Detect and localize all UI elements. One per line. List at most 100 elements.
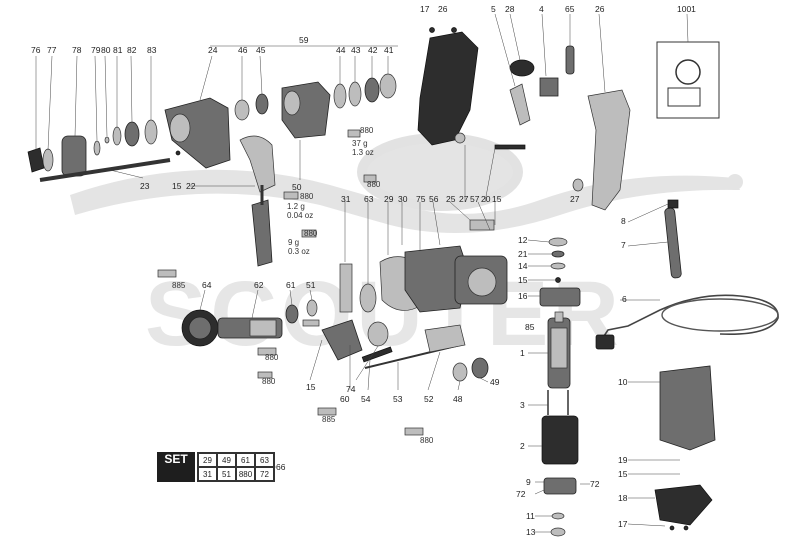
label-82: 82 [127, 45, 137, 55]
part-11 [551, 512, 565, 520]
label-49: 49 [490, 377, 500, 387]
label-61: 61 [286, 280, 296, 290]
label-78: 78 [72, 45, 82, 55]
part-880-pack [347, 129, 361, 138]
set-cell: 31 [198, 467, 217, 481]
gear-housing [164, 93, 276, 193]
part-7-sleeve [664, 207, 682, 279]
set-table: SET 29 49 61 63 31 51 880 72 [157, 452, 275, 482]
set-cell: 29 [198, 453, 217, 467]
label-880-d: 880 [262, 377, 276, 386]
part-5 [509, 83, 531, 126]
label-56: 56 [429, 194, 439, 204]
part-57-pin [494, 144, 526, 150]
label-27-right: 27 [570, 194, 580, 204]
part-54-spring [361, 346, 393, 363]
label-26-right: 26 [595, 4, 605, 14]
part-46 [234, 99, 250, 121]
label-15-a: 15 [172, 181, 182, 191]
part-labels: 76 77 78 79 80 81 82 83 24 46 45 59 44 4… [31, 4, 696, 537]
part-80 [104, 136, 110, 144]
label-57: 57 [470, 194, 480, 204]
part-41 [379, 73, 397, 99]
set-grid: 29 49 61 63 31 51 880 72 [197, 452, 275, 482]
part-61 [285, 304, 299, 324]
part-10-housing [659, 365, 716, 451]
label-19: 19 [618, 455, 628, 465]
label-880-e: 880 [420, 436, 434, 445]
part-25 [469, 219, 495, 231]
weight-880-a: 880 [360, 126, 374, 135]
leader-lines [35, 13, 689, 533]
part-16 [539, 287, 581, 307]
label-43: 43 [351, 45, 361, 55]
part-83 [144, 119, 158, 145]
set-cell: 49 [217, 453, 236, 467]
part-2-field [541, 415, 579, 465]
part-9-holder [543, 477, 577, 495]
weight-1-2g: 1.2 g [287, 202, 305, 211]
label-62: 62 [254, 280, 264, 290]
set-badge: SET [157, 452, 195, 482]
motor-assembly [539, 199, 779, 537]
inset-1001 [656, 41, 720, 119]
label-76: 76 [31, 45, 41, 55]
label-85: 85 [525, 322, 535, 332]
label-81: 81 [113, 45, 123, 55]
label-41: 41 [384, 45, 394, 55]
label-23: 23 [140, 181, 150, 191]
part-15-screw [175, 150, 181, 156]
label-7: 7 [621, 240, 626, 250]
label-15-c: 15 [518, 275, 528, 285]
label-60: 60 [340, 394, 350, 404]
part-21 [551, 250, 565, 258]
weight-9g: 9 g [288, 238, 299, 247]
part-13 [550, 527, 566, 537]
part-82 [124, 121, 140, 147]
housing-half-26 [417, 27, 631, 211]
label-11: 11 [526, 511, 535, 521]
set-cell: 61 [236, 453, 255, 467]
part-22-handle-top [239, 135, 276, 193]
label-3: 3 [520, 400, 525, 410]
part-18-cover [654, 484, 713, 526]
part-4 [539, 77, 559, 97]
part-17-screw-a [429, 27, 435, 33]
part-52 [424, 324, 466, 353]
label-27-mid: 27 [459, 194, 469, 204]
label-17-bottom: 17 [618, 519, 628, 529]
label-17-top: 17 [420, 4, 430, 14]
label-28: 28 [505, 4, 515, 14]
weight-37g: 37 g [352, 139, 368, 148]
label-25: 25 [446, 194, 456, 204]
part-74 [367, 321, 389, 347]
part-8 [667, 199, 679, 209]
label-77: 77 [47, 45, 57, 55]
chuck-assembly [27, 119, 171, 182]
label-4: 4 [539, 4, 544, 14]
part-27 [572, 178, 584, 192]
label-24: 24 [208, 45, 218, 55]
label-31: 31 [341, 194, 351, 204]
part-51 [306, 299, 318, 317]
weight-880-c: 880 [304, 229, 318, 238]
label-1001: 1001 [677, 4, 696, 14]
set-cell: 63 [255, 453, 274, 467]
label-54: 54 [361, 394, 371, 404]
label-45: 45 [256, 45, 266, 55]
part-22-grip [251, 199, 273, 267]
label-48: 48 [453, 394, 463, 404]
label-72-right: 72 [590, 479, 600, 489]
label-59: 59 [299, 35, 309, 45]
gearbox-59 [281, 73, 397, 139]
label-880-b: 880 [367, 180, 381, 189]
part-65 [565, 45, 575, 75]
part-23-rod [39, 158, 171, 182]
part-81 [112, 126, 122, 146]
part-76 [27, 147, 45, 173]
label-22: 22 [186, 181, 196, 191]
label-83: 83 [147, 45, 157, 55]
weight-880-b: 880 [300, 192, 314, 201]
